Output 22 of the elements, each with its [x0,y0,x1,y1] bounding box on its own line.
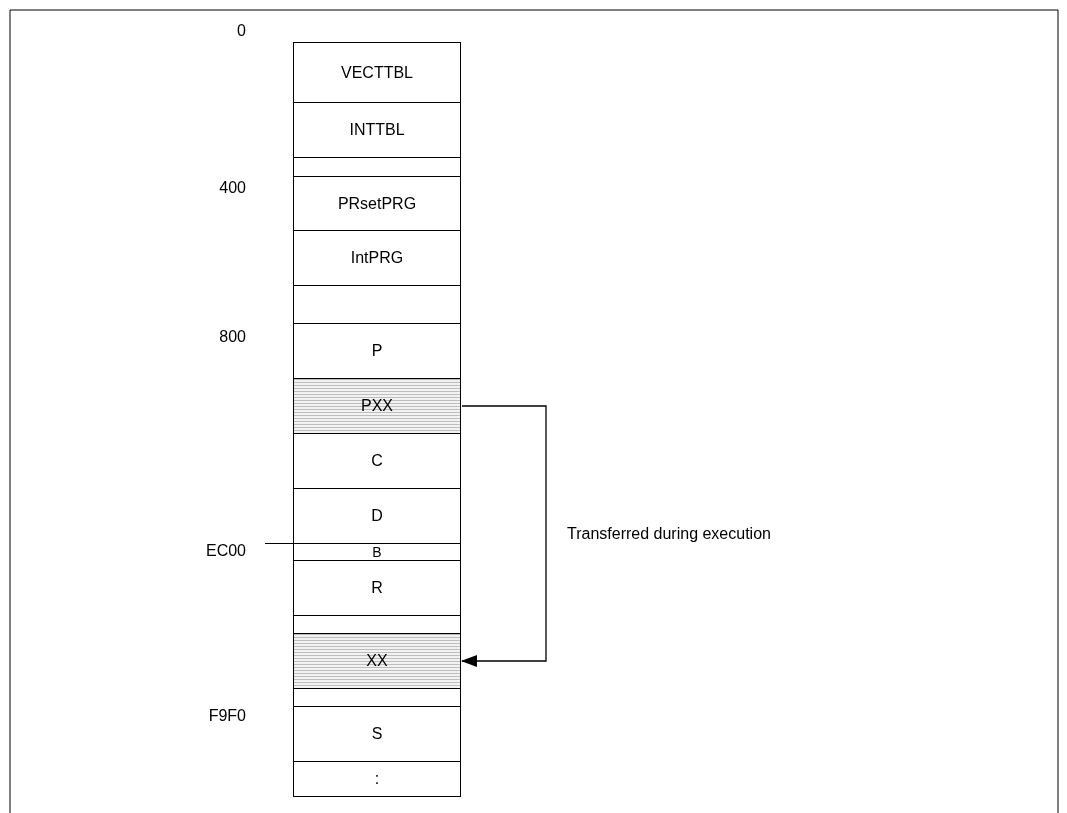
memory-segment: IntPRG [293,230,461,286]
memory-segment: PRsetPRG [293,176,461,231]
memory-block [293,285,461,324]
memory-segment: C [293,433,461,489]
edge-label: Transferred during execution [567,524,771,543]
memory-segment: : [293,761,461,797]
memory-segment: R [293,560,461,616]
arrow [461,405,547,667]
memory-block [293,157,461,177]
memory-segment: D [293,488,461,544]
shaded-memory-segment: PXX [293,378,461,434]
memory-segment: VECTTBL [293,42,461,103]
memory-segment: S [293,706,461,762]
address-label: EC00 [205,542,246,560]
shaded-memory-segment: XX [293,633,461,689]
address-label: F9F0 [208,707,246,725]
address-label: 0 [237,22,246,40]
memory-segment: B [293,543,461,561]
memory-segment: P [293,323,461,379]
memory-segment: INTTBL [293,102,461,158]
address-label: 800 [219,328,246,346]
address-label: 400 [219,179,246,197]
